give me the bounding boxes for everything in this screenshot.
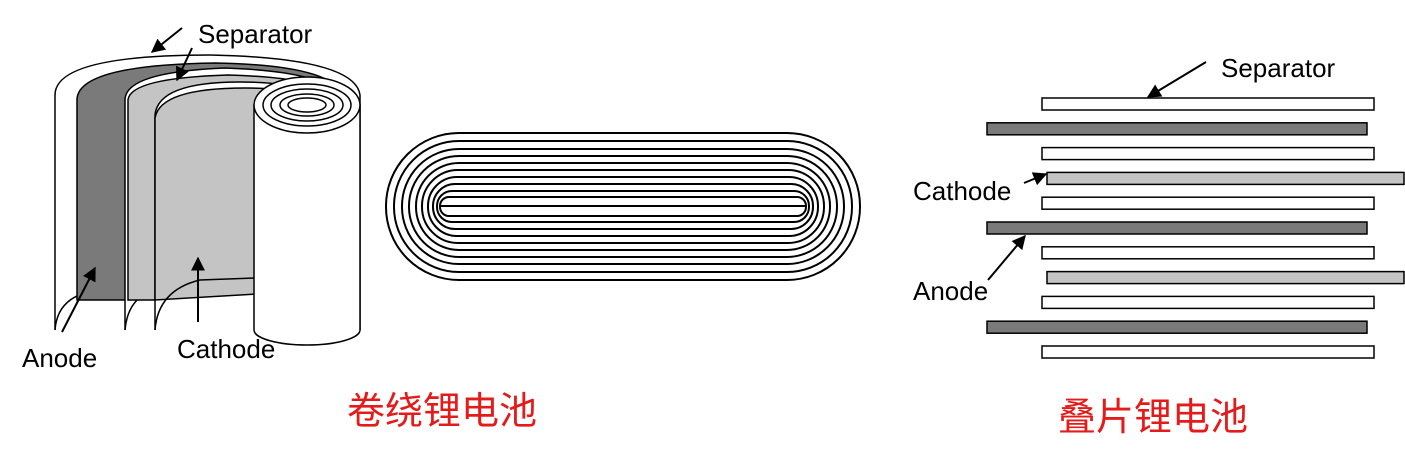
wound-separator-leader-2 [176,47,193,82]
stacked-separator-layer [1041,97,1375,111]
jelly-roll-layer [415,162,831,251]
stacked-separator-label: Separator [1221,53,1336,83]
stacked-anode-label: Anode [913,276,988,306]
stacked-separator-layer [1041,146,1375,161]
wound-battery-caption: 卷绕锂电池 [347,389,537,433]
wound-anode-leader [61,266,96,333]
stacked-battery-caption: 叠片锂电池 [1058,395,1248,439]
stacked-separator-layer [1041,196,1375,210]
jelly-roll-layer [436,190,810,223]
wound-separator-label: Separator [198,19,313,49]
stacked-anode-layer [986,320,1368,334]
stacked-cathode-label: Cathode [913,176,1011,206]
stacked-layers [986,97,1405,359]
stacked-anode-layer [986,122,1368,136]
wound-core-ring [270,88,344,122]
stacked-anode-layer [986,221,1368,235]
jelly-roll-cross-section [385,132,861,281]
wound-anode-label: Anode [22,343,97,373]
wound-core-top-ellipse [253,76,361,134]
wound-labels: Separator Anode Cathode [22,19,313,373]
wound-sheet-front-edge-cathode [154,277,256,331]
wound-separator-leader [150,27,183,53]
stacked-anode-leader [987,234,1026,281]
stacked-separator-layer [1041,345,1375,359]
wound-core-ring [287,97,327,113]
jelly-roll-layer [393,140,853,273]
stacked-cathode-leader [1023,172,1048,186]
jelly-roll-layer [432,183,814,230]
stacked-cathode-layer [1046,270,1405,285]
stacked-cathode-layer [1046,171,1405,186]
stacked-labels: Separator Cathode Anode [913,53,1336,306]
jelly-roll-layer [385,132,861,281]
stacked-separator-layer [1041,295,1375,310]
jelly-roll-layer [427,176,819,237]
wound-core-cylinder-body [253,104,361,346]
wound-core-ring [279,93,335,117]
stacked-separator-layer [1041,246,1375,260]
stacked-separator-leader [1146,61,1207,98]
wound-battery-illustration [54,54,361,346]
jelly-roll-layer [401,148,845,265]
wound-core-ring [262,83,352,127]
jelly-roll-layer [408,155,838,258]
wound-cathode-label: Cathode [177,334,275,364]
jelly-roll-layer [421,169,825,244]
